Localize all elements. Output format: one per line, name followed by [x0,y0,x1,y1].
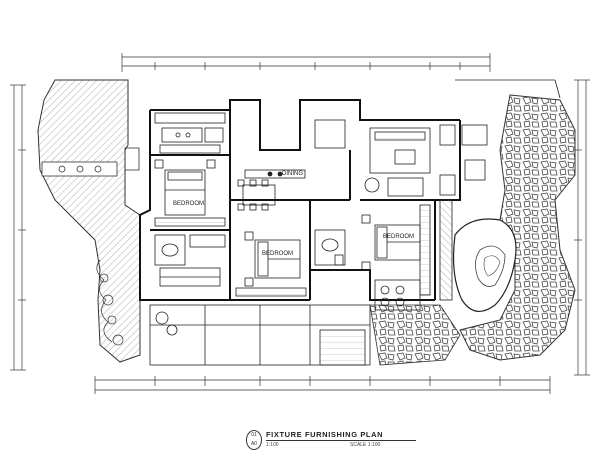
drawing-title-block: 01 A0 FIXTURE FURNISHING PLAN 1:100 SCAL… [246,428,426,452]
pool [452,218,517,312]
drawing-number-top: 01 [251,432,257,438]
drawing-number-bubble: 01 A0 [246,430,262,450]
bathroom-mid [314,229,346,266]
bathroom-left [154,234,226,287]
left-terrace-hatched [37,79,141,363]
label-dining: DINING [282,171,303,177]
bottom-deck [149,304,371,366]
top-dimension-lines [121,53,491,72]
bedroom-right-furniture [361,204,431,296]
pool-inner-shape [475,245,506,287]
label-bedroom-right: BEDROOM [383,234,414,240]
dining-table [237,169,306,211]
drawing-title: FIXTURE FURNISHING PLAN [266,430,384,439]
left-dimension-lines [10,84,26,371]
bedroom-left-furniture [154,159,226,227]
drawing-number-bottom: A0 [250,441,258,447]
left-planting-strip [96,259,124,346]
label-bedroom-left: BEDROOM [173,201,204,207]
title-underline [266,440,416,441]
bottom-stone-edge [369,304,461,366]
right-dimension-lines [574,79,590,376]
label-bedroom-mid: BEDROOM [262,251,293,257]
drawing-subtitle-right: SCALE 1:100 [350,442,381,448]
living-area [314,119,488,197]
bedroom-mid-furniture [235,231,307,297]
bottom-dimension-lines [94,376,551,394]
right-terrace [374,79,561,311]
terrace-planter [41,147,140,177]
drawing-subtitle-left: 1:100 [266,442,279,448]
kitchen-counters [154,112,226,154]
